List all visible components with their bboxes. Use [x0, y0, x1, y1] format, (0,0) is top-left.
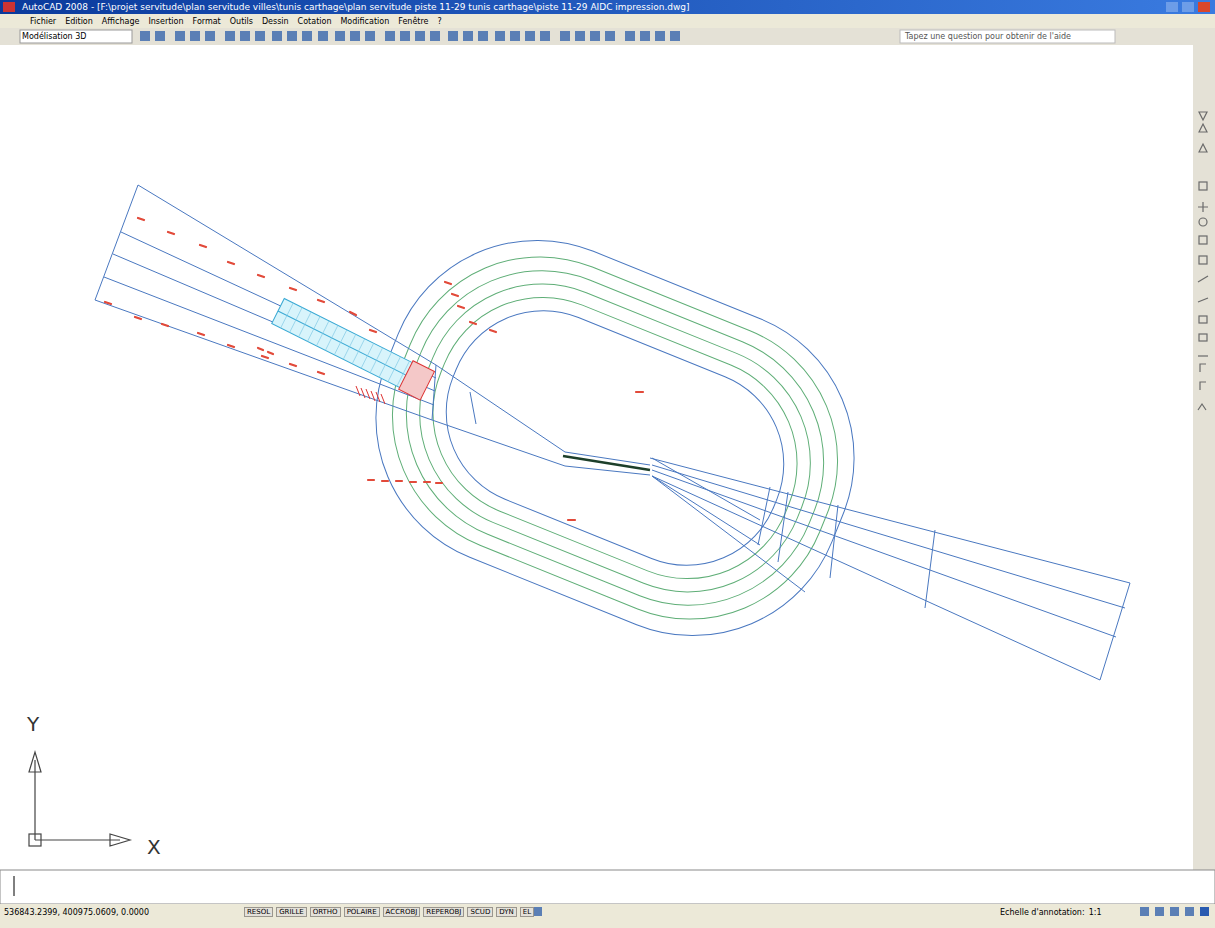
status-toggle: REPEROBJ [423, 907, 464, 917]
annotation-scale: 1:1 [1089, 908, 1102, 917]
axis-zone: Y [27, 712, 39, 736]
menu-zone: Fichier Edition Affichage Insertion Format Ou… [30, 14, 442, 28]
status-toggle: ORTHO [310, 907, 341, 917]
coords-zone: 536843.2399, 400975.0609, 0.0000 [4, 905, 149, 919]
app-icon [3, 2, 15, 12]
status-toggle: DYN [496, 907, 517, 917]
menu-item: Format [193, 17, 221, 26]
approach-surfaces [95, 185, 1130, 680]
menu-item: Insertion [148, 17, 183, 26]
axis-label: Y [27, 712, 39, 736]
status-toggle: GRILLE [276, 907, 307, 917]
workspace-zone: Modélisation 3D [22, 28, 86, 44]
status-bar [0, 904, 1215, 928]
close-button [1198, 2, 1210, 12]
menu-item: Outils [230, 17, 253, 26]
search-zone: Tapez une question pour obtenir de l'aid… [905, 28, 1071, 44]
servitude-plan [95, 185, 1130, 681]
status-toggle: SCUD [467, 907, 493, 917]
window-button [1166, 2, 1178, 12]
status-icons [520, 907, 1209, 916]
command-cursor [14, 876, 15, 896]
axis-zone: X [147, 835, 161, 859]
menu-item: Modification [340, 17, 389, 26]
horizontal-surface [331, 195, 900, 681]
window-title: AutoCAD 2008 - [F:\projet servitude\plan… [22, 2, 690, 12]
search-box [900, 30, 1115, 43]
title-zone: AutoCAD 2008 - [F:\projet servitude\plan… [22, 0, 690, 14]
status-toggle: POLAIRE [344, 907, 380, 917]
menu-item: Cotation [298, 17, 332, 26]
menu-item: Affichage [102, 17, 140, 26]
ucs-icon [29, 752, 130, 846]
status-zone: RESOLGRILLEORTHOPOLAIREACCROBJREPEROBJSC… [244, 905, 534, 919]
menu-item: ? [437, 17, 441, 26]
status-toggle: ACCROBJ [383, 907, 421, 917]
menu-bar [0, 14, 1215, 28]
toolbar-icons [140, 31, 680, 41]
title-bar [0, 0, 1215, 14]
status-toggle: EL [520, 907, 534, 917]
model-space [0, 45, 1193, 870]
status-toggle: RESOL [244, 907, 273, 917]
axis-label: X [147, 835, 161, 859]
command-line [0, 870, 1215, 904]
side-toolbar [1193, 45, 1215, 870]
cursor-coordinates: 536843.2399, 400975.0609, 0.0000 [4, 908, 149, 917]
toolbar [0, 28, 1215, 45]
obstacle-marks [105, 218, 643, 520]
runway [563, 456, 650, 470]
hatch-marks [356, 386, 385, 404]
window-button [1182, 2, 1194, 12]
menu-item: Fenêtre [398, 17, 428, 26]
menu-item: Fichier [30, 17, 56, 26]
search-hint: Tapez une question pour obtenir de l'aid… [905, 32, 1071, 41]
workspace-dropdown [20, 30, 132, 43]
menu-item: Edition [65, 17, 93, 26]
menu-item: Dessin [262, 17, 289, 26]
annotation-scale: Echelle d'annotation: [1000, 908, 1085, 917]
scale-zone: Echelle d'annotation: 1:1 [1000, 905, 1102, 919]
workspace-name: Modélisation 3D [22, 32, 86, 41]
side-toolbar-icons [1198, 112, 1208, 410]
